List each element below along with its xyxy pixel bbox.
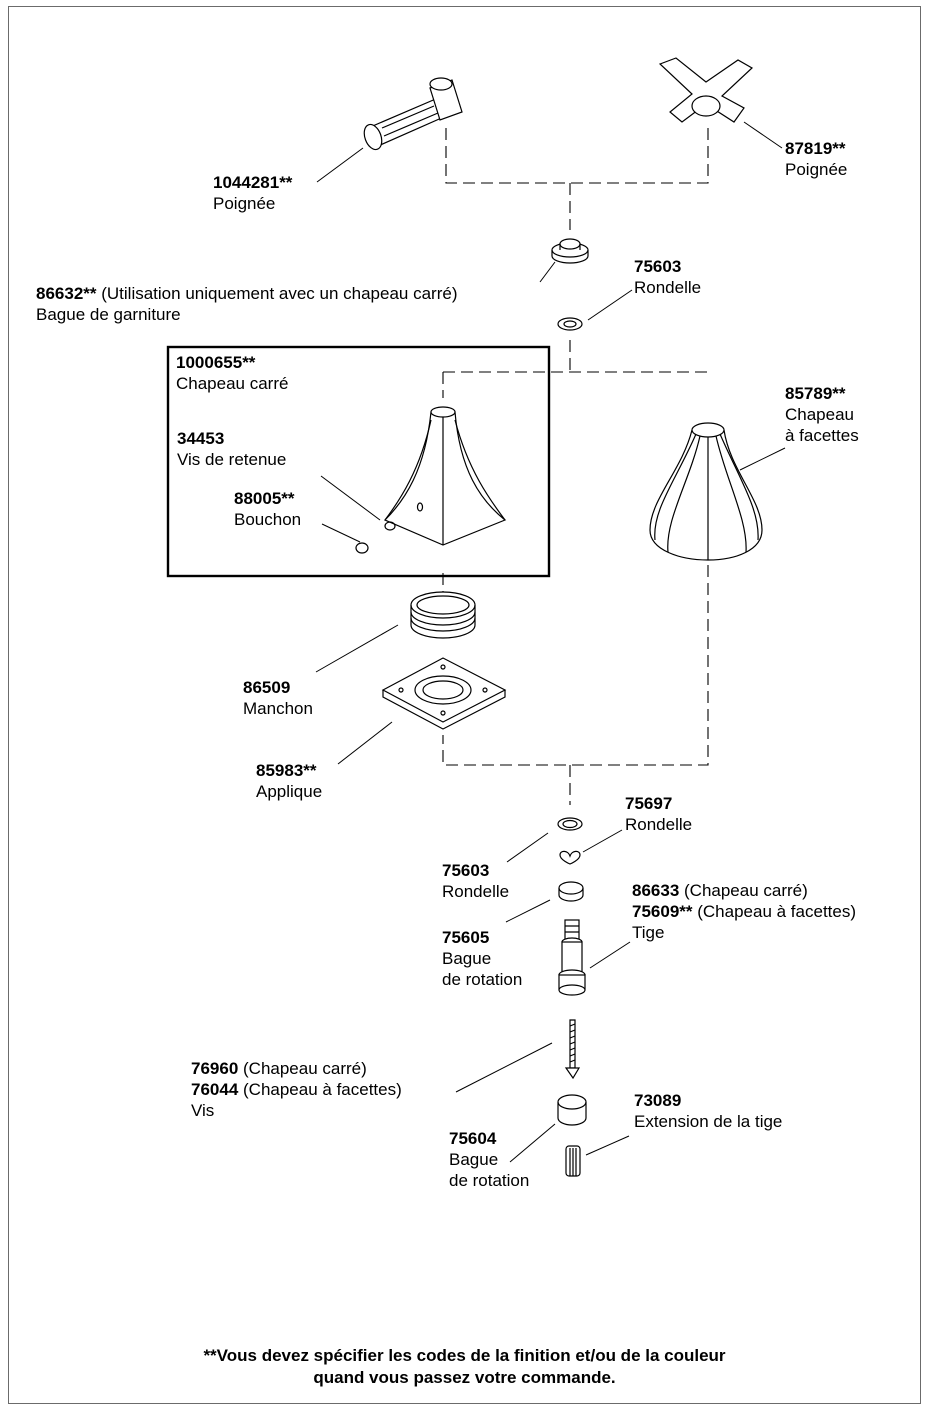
label-set-screw: 34453 Vis de retenue xyxy=(177,429,287,469)
label-escutcheon: 85983** Applique xyxy=(256,761,323,801)
label-handle-lever: 1044281** Poignée xyxy=(213,173,293,213)
rotation-ring-75604-part xyxy=(557,1094,587,1126)
label-washer-top: 75603 Rondelle xyxy=(634,257,702,297)
leader-lines xyxy=(315,121,786,1163)
label-trim-ring: 86632** (Utilisation uniquement avec un … xyxy=(36,284,458,324)
label-stem-extension: 73089 Extension de la tige xyxy=(634,1091,783,1131)
label-rotation-ring-75604: 75604 Bague de rotation xyxy=(449,1129,530,1190)
trim-ring-part xyxy=(551,238,589,264)
label-square-cap: 1000655** Chapeau carré xyxy=(176,353,289,393)
washer-75603-low-part xyxy=(557,817,583,831)
label-faceted-cap: 85789** Chapeau à facettes xyxy=(785,384,859,445)
label-plug: 88005** Bouchon xyxy=(234,489,302,529)
washer-75697-part xyxy=(559,850,581,865)
label-stem: 86633 (Chapeau carré) 75609** (Chapeau à… xyxy=(632,881,856,942)
assembly-guide-lines xyxy=(442,128,709,805)
faceted-cap-part xyxy=(649,422,763,561)
square-cap-inset-box xyxy=(166,345,551,578)
lever-handle-part xyxy=(363,77,463,151)
stem-extension-part xyxy=(565,1145,581,1177)
label-sleeve: 86509 Manchon xyxy=(243,678,313,718)
footnote-line-1: **Vous devez spécifier les codes de la f… xyxy=(203,1346,726,1365)
screw-part xyxy=(564,1019,581,1080)
square-cap-part xyxy=(355,406,507,554)
label-rotation-ring-75605: 75605 Bague de rotation xyxy=(442,928,523,989)
label-washer-75603-low: 75603 Rondelle xyxy=(442,861,510,901)
rotation-ring-75605-part xyxy=(558,881,584,902)
cross-handle-part xyxy=(658,57,754,123)
footnote-line-2: quand vous passez votre commande. xyxy=(313,1368,616,1387)
label-washer-75697: 75697 Rondelle xyxy=(625,794,693,834)
label-screw: 76960 (Chapeau carré) 76044 (Chapeau à f… xyxy=(191,1059,402,1120)
stem-part xyxy=(558,919,586,996)
escutcheon-part xyxy=(381,657,507,730)
washer-top-part xyxy=(557,317,583,331)
order-footnote: **Vous devez spécifier les codes de la f… xyxy=(0,1345,929,1389)
page-border xyxy=(8,6,921,1404)
label-handle-cross: 87819** Poignée xyxy=(785,139,848,179)
sleeve-part xyxy=(410,591,476,639)
